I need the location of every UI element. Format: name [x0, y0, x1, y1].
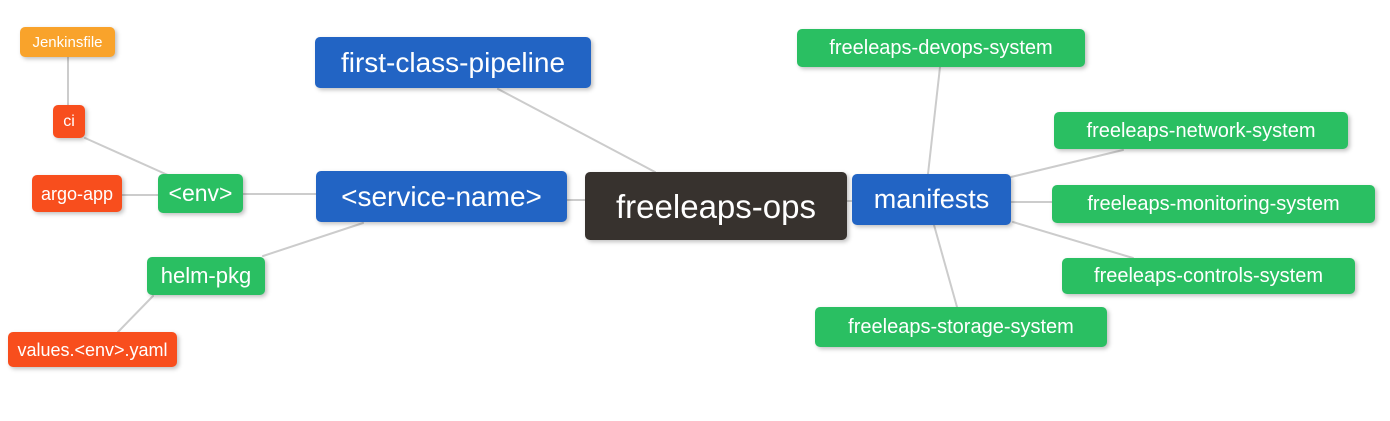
node-label: freeleaps-ops	[616, 187, 816, 225]
node-label: values.<env>.yaml	[17, 339, 168, 360]
edge-manifests-to-freeleaps-storage-system	[933, 224, 958, 308]
node-label: freeleaps-storage-system	[848, 316, 1074, 338]
node-argo-app[interactable]: argo-app	[32, 175, 122, 212]
node-label: freeleaps-devops-system	[829, 37, 1053, 59]
node-env[interactable]: <env>	[158, 174, 243, 213]
node-manifests[interactable]: manifests	[852, 174, 1011, 225]
edge-first-class-pipeline-to-freeleaps-ops	[497, 88, 656, 173]
edge-values-env-yaml-to-helm-pkg	[117, 295, 154, 333]
node-label: <service-name>	[341, 180, 542, 212]
node-label: argo-app	[40, 183, 114, 204]
edge-helm-pkg-to-service-name	[262, 222, 364, 257]
edge-manifests-to-freeleaps-network-system	[1010, 149, 1124, 178]
node-freeleaps-ops[interactable]: freeleaps-ops	[585, 172, 847, 240]
node-label: freeleaps-monitoring-system	[1087, 193, 1340, 215]
edge-ci-to-env	[84, 137, 171, 177]
node-label: manifests	[873, 184, 990, 214]
node-label: first-class-pipeline	[340, 46, 566, 78]
node-freeleaps-devops-system[interactable]: freeleaps-devops-system	[797, 29, 1085, 67]
edge-manifests-to-freeleaps-controls-system	[1012, 221, 1134, 259]
edge-manifests-to-freeleaps-devops-system	[927, 66, 941, 175]
node-freeleaps-monitoring-system[interactable]: freeleaps-monitoring-system	[1052, 185, 1375, 223]
node-freeleaps-network-system[interactable]: freeleaps-network-system	[1054, 112, 1348, 149]
node-label: freeleaps-controls-system	[1094, 265, 1323, 287]
node-helm-pkg[interactable]: helm-pkg	[147, 257, 265, 295]
node-first-class-pipeline[interactable]: first-class-pipeline	[315, 37, 591, 88]
node-freeleaps-storage-system[interactable]: freeleaps-storage-system	[815, 307, 1107, 347]
node-service-name[interactable]: <service-name>	[316, 171, 567, 222]
node-jenkinsfile[interactable]: Jenkinsfile	[20, 27, 115, 57]
node-ci[interactable]: ci	[53, 105, 85, 138]
node-values-env-yaml[interactable]: values.<env>.yaml	[8, 332, 177, 367]
node-freeleaps-controls-system[interactable]: freeleaps-controls-system	[1062, 258, 1355, 294]
node-label: Jenkinsfile	[32, 33, 103, 51]
node-label: freeleaps-network-system	[1086, 119, 1316, 142]
node-label: ci	[63, 112, 75, 130]
node-label: helm-pkg	[160, 263, 252, 288]
node-label: <env>	[168, 180, 233, 206]
